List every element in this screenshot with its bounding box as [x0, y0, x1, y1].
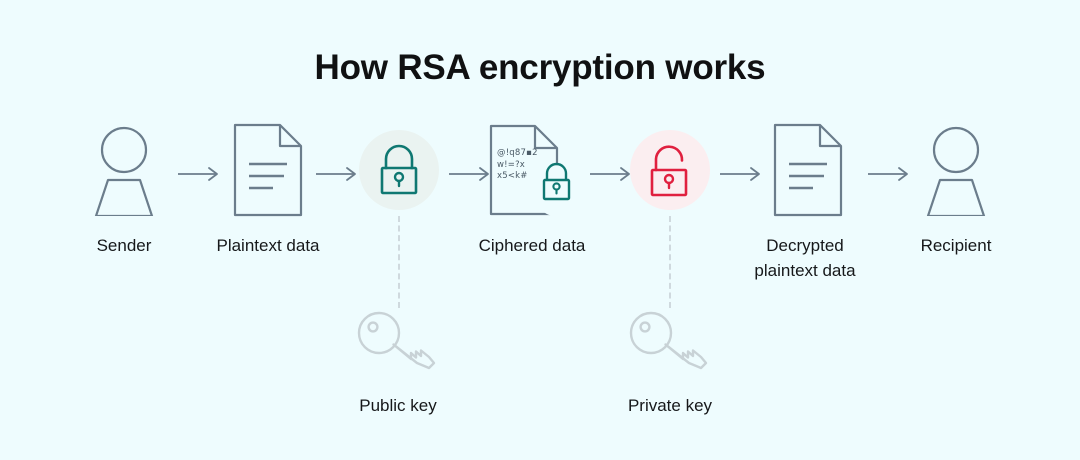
step-encrypt-lock [357, 118, 441, 222]
connector-public-key [398, 216, 400, 308]
public-key-label: Public key [359, 396, 437, 415]
arrow-right-icon-3 [447, 166, 493, 182]
step-plaintext-data [222, 118, 314, 222]
key-icon [357, 311, 436, 370]
key-icon [629, 311, 708, 370]
label-ciphered: Ciphered data [478, 236, 586, 255]
arrow-right-icon-2 [314, 166, 360, 182]
public-key-group: Public key [308, 308, 488, 416]
label-decrypted: Decrypted plaintext data [754, 236, 856, 280]
document-icon [233, 123, 303, 217]
label-plaintext: Plaintext data [216, 236, 320, 255]
label-sender: Sender [96, 236, 152, 255]
private-key-label: Private key [627, 396, 713, 415]
step-recipient [898, 118, 1014, 222]
cipher-sample-text: @!q87▪2 w!=?x x5<k# [497, 148, 538, 181]
step-decrypt-lock [628, 118, 712, 222]
arrow-right-icon-5 [718, 166, 764, 182]
person-icon [94, 126, 154, 216]
encrypted-document-icon [489, 124, 585, 217]
label-recipient: Recipient [920, 236, 992, 255]
private-key-group: Private key [580, 308, 760, 416]
lock-closed-icon [359, 130, 439, 210]
arrow-right-icon-1 [176, 166, 222, 182]
step-decrypted-data [762, 118, 854, 222]
arrow-right-icon-4 [588, 166, 634, 182]
page-title: How RSA encryption works [314, 48, 766, 87]
lock-open-icon [630, 130, 710, 210]
person-icon [926, 126, 986, 216]
step-sender [66, 118, 182, 222]
arrow-right-icon-6 [866, 166, 912, 182]
step-ciphered-data [487, 118, 587, 222]
document-icon [773, 123, 843, 217]
encryption-flow [0, 118, 1080, 238]
connector-private-key [669, 216, 671, 308]
